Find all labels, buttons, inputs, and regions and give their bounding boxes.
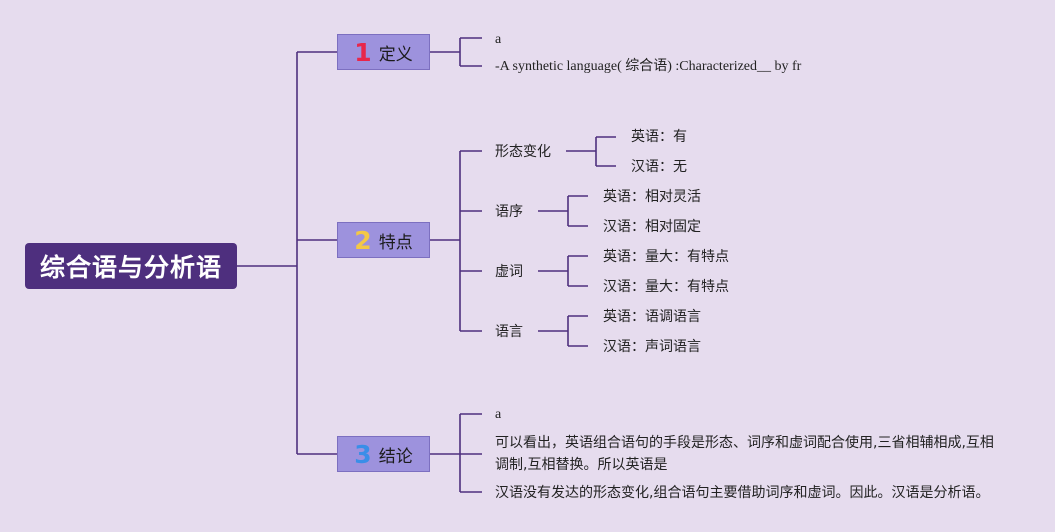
leaf-text[interactable]: 汉语：相对固定 (603, 219, 701, 235)
sub-node[interactable]: 形态变化 (495, 144, 551, 160)
leaf-text[interactable]: 可以看出，英语组合语句的手段是形态、词序和虚词配合使用,三省相辅相成,互相调制,… (495, 435, 994, 473)
branch-number: 2 (354, 225, 372, 255)
leaf-text[interactable]: 汉语：声词语言 (603, 339, 701, 355)
branch-label: 定义 (378, 44, 413, 65)
sub-node[interactable]: 语序 (495, 204, 523, 220)
branch-node-conclusion[interactable]: 3 结论 (337, 436, 430, 472)
branch-label: 特点 (378, 232, 413, 253)
sub-node[interactable]: 语言 (495, 324, 523, 340)
branch-label: 结论 (378, 446, 413, 467)
root-node[interactable]: 综合语与分析语 (25, 243, 237, 289)
root-label: 综合语与分析语 (39, 253, 222, 282)
branch-number: 1 (354, 37, 372, 67)
branch-node-features[interactable]: 2 特点 (337, 222, 430, 258)
leaf-text[interactable]: 英语：语调语言 (603, 309, 701, 325)
leaf-text[interactable]: 汉语：无 (631, 159, 687, 175)
leaf-text[interactable]: 英语：相对灵活 (603, 189, 701, 205)
branch-number: 3 (354, 439, 372, 469)
leaf-text[interactable]: a (495, 32, 502, 47)
leaf-text[interactable]: 汉语没有发达的形态变化,组合语句主要借助词序和虚词。因此。汉语是分析语。 (495, 485, 990, 501)
leaf-text[interactable]: 汉语：量大：有特点 (603, 279, 729, 295)
leaf-text[interactable]: 英语：量大：有特点 (603, 249, 729, 265)
leaf-text[interactable]: a (495, 407, 502, 422)
branch-node-definition[interactable]: 1 定义 (337, 34, 430, 70)
sub-node[interactable]: 虚词 (495, 264, 523, 280)
leaf-text[interactable]: -A synthetic language( 综合语) :Characteriz… (495, 59, 802, 74)
leaf-text[interactable]: 英语：有 (631, 129, 687, 145)
